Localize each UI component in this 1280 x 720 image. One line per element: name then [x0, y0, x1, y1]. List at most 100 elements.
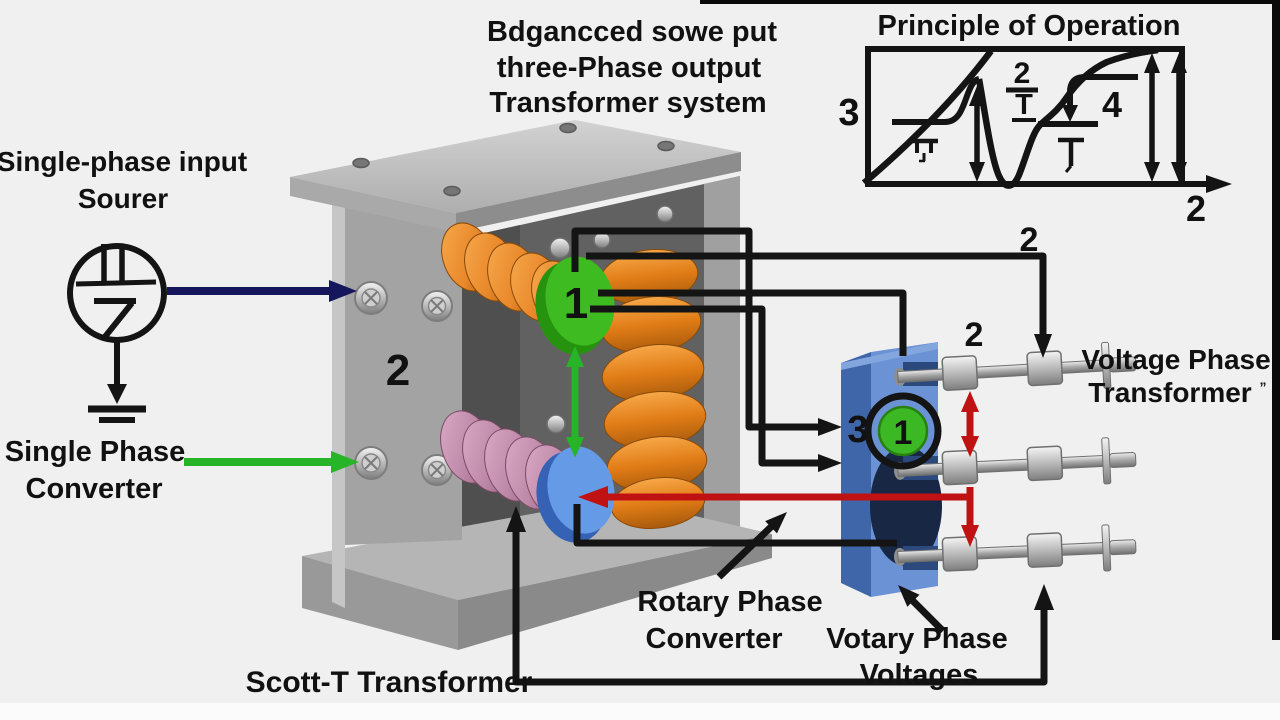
arrowhead-red: [961, 525, 979, 547]
primary-disc-number: 1: [564, 279, 588, 328]
arrowhead-green: [331, 451, 359, 473]
arrowhead: [969, 86, 985, 106]
flow-arrows: [167, 280, 979, 547]
bracket-side-face: [841, 352, 871, 597]
arrowhead: [969, 162, 985, 182]
arrowhead-navy: [329, 280, 357, 302]
arrowhead: [1206, 175, 1232, 193]
main-title-line2: three-Phase output: [497, 52, 762, 84]
top-plate-top-face: [290, 120, 741, 213]
arrowhead: [107, 384, 127, 404]
tap-number: 3: [847, 409, 868, 451]
arrowhead: [1034, 584, 1054, 610]
arrowhead: [898, 585, 920, 607]
bracket-top-edge: [841, 342, 938, 370]
interior-right-flange: [704, 176, 740, 534]
votary-label-line2: Voltages: [860, 659, 979, 691]
plate-hole: [657, 140, 675, 152]
plate-hole: [559, 122, 577, 134]
base-front-right: [458, 534, 772, 650]
hook-arrow: [1067, 74, 1138, 108]
arrowhead: [818, 418, 842, 436]
bolt: [354, 446, 388, 480]
voltage-label-line2: Transformer: [1088, 377, 1251, 408]
ground-glyph-right: [1058, 137, 1084, 173]
wire-tap-b: [590, 305, 824, 467]
source-label-line1: Single-phase input: [0, 146, 247, 177]
node-highlight-ring: [864, 392, 942, 470]
converter-label-line2: Converter: [26, 473, 163, 505]
bolt: [421, 290, 453, 322]
panel-curve-label: 4: [1102, 84, 1122, 125]
ground-glyph-left: [910, 138, 938, 163]
converter-node: [877, 405, 929, 457]
panel-fraction-numerator: 2: [1014, 57, 1031, 90]
arrowhead: [1144, 53, 1160, 73]
arrowhead: [765, 512, 787, 534]
rotary-label-line2: Converter: [646, 623, 783, 655]
votary-pointer-line: [908, 596, 946, 634]
plate-hole: [443, 185, 461, 197]
top-edge-strip: [700, 0, 1280, 4]
rotary-pointer-line: [716, 522, 776, 580]
arrowhead-red: [961, 391, 979, 412]
arrowhead: [1034, 334, 1052, 358]
left-plate-edge: [332, 193, 345, 608]
output-rod-3: [893, 524, 1137, 572]
arrowhead-green: [566, 346, 584, 367]
output-rod-1: [893, 341, 1137, 391]
arrowhead: [1171, 53, 1187, 73]
rotary-converter-unit: [841, 341, 1137, 597]
arrowhead: [818, 454, 842, 472]
wiring: [506, 227, 1054, 686]
voltage-label-line1: Voltage Phase: [1081, 344, 1270, 375]
voltage-label-artifact: ”: [1260, 379, 1267, 395]
rotary-label-line1: Rotary Phase: [637, 586, 822, 618]
inner-bolt: [656, 205, 674, 223]
scott-t-label: Scott-T Transformer: [246, 666, 533, 699]
primary-node-disc: [535, 256, 615, 355]
converter-label-line1: Single Phase: [5, 436, 186, 468]
arrowhead: [1062, 105, 1078, 122]
plate-bolts: [354, 281, 453, 486]
top-plate-front-right: [456, 152, 741, 232]
wire-secondary: [573, 504, 897, 547]
top-plate: [290, 120, 741, 232]
panel-y-label: 3: [838, 92, 859, 134]
main-title-line1: Bdgancced sowe put: [487, 16, 777, 48]
right-edge-strip: [1272, 0, 1280, 640]
arrowhead: [1144, 162, 1160, 182]
converter-node-number: 1: [894, 414, 913, 452]
main-title-line3: Transformer system: [489, 87, 766, 119]
wire-scott-loop: [512, 528, 1048, 686]
wire-to-bracket: [598, 289, 907, 356]
source-symbol: [67, 243, 167, 423]
arrowhead-red: [961, 436, 979, 457]
wire-tap-a: [571, 227, 824, 431]
arrowhead-green: [566, 437, 584, 458]
votary-label-line1: Votary Phase: [826, 623, 1008, 655]
wire-to-rod-top: [586, 252, 1047, 336]
text-layer: Single-phase input Sourer Bdgancced sowe…: [0, 10, 1271, 699]
source-label-line2: Sourer: [78, 183, 168, 214]
principle-panel: [861, 46, 1232, 193]
plate-number: 2: [386, 346, 410, 395]
rod-number: 2: [965, 316, 984, 354]
secondary-node-disc: [536, 446, 615, 543]
inner-bolt: [549, 237, 571, 259]
panel-x-axis-label: 2: [1186, 188, 1206, 229]
inner-bolt: [546, 414, 566, 434]
plate-hole: [352, 157, 370, 169]
top-plate-front-left: [290, 177, 456, 232]
principle-title: Principle of Operation: [878, 10, 1181, 42]
bottom-band: [0, 703, 1280, 720]
arrowhead: [1171, 162, 1187, 182]
step-curve-black: [892, 76, 980, 125]
output-rod-2: [893, 437, 1137, 486]
wire-corner-number: 2: [1020, 221, 1039, 259]
panel-fraction-denominator: T: [1015, 89, 1033, 121]
bolt: [354, 281, 388, 315]
arrowhead: [506, 506, 526, 532]
